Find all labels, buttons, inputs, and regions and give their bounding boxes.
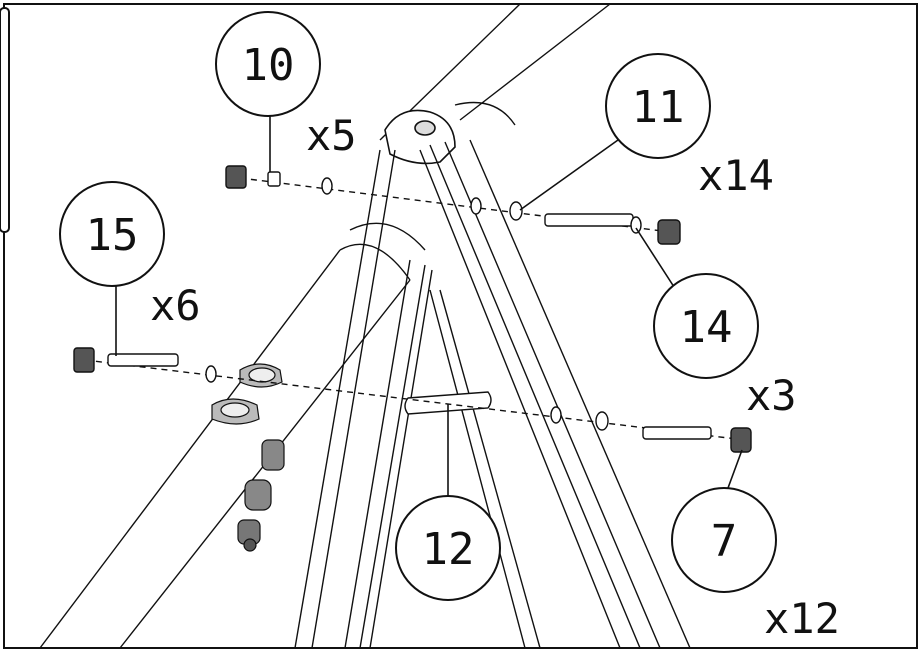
cap-nut-7 <box>730 427 752 453</box>
bolt-bottom-right <box>642 426 712 440</box>
bolt-15 <box>107 353 179 367</box>
callout-circle-10 <box>215 11 321 117</box>
hole-top <box>470 197 482 215</box>
nut-10 <box>267 171 281 187</box>
swing-hanger <box>211 363 285 552</box>
bottom-hardware <box>73 347 752 453</box>
callout-circle-12 <box>395 495 501 601</box>
quantity-label-11: x14 <box>698 151 774 200</box>
callout-number-10: 10 <box>242 40 295 91</box>
callout-circle-11 <box>605 53 711 159</box>
a-frame-legs <box>294 139 691 649</box>
top-hub <box>384 109 456 165</box>
callout-circle-14 <box>653 273 759 379</box>
washer-11 <box>509 201 523 221</box>
callout-number-14: 14 <box>680 302 733 353</box>
cap-nut-top-left <box>225 165 247 189</box>
front-diagonal-tube <box>39 222 426 649</box>
washer-bottom-left <box>205 365 217 383</box>
callout-number-7: 7 <box>711 516 738 567</box>
quantity-label-15: x6 <box>150 281 201 330</box>
spacer-tube <box>404 391 492 415</box>
bolt-axes <box>84 177 746 441</box>
quantity-label-10: x5 <box>306 111 357 160</box>
frame-border <box>3 3 918 649</box>
quantity-label-7: x3 <box>746 371 797 420</box>
callout-circle-15 <box>59 181 165 287</box>
quantity-label-extra: x12 <box>764 594 840 643</box>
cap-nut-15 <box>73 347 95 373</box>
washer-top-left <box>321 177 333 195</box>
callout-circles <box>59 11 777 601</box>
left-tab-edge <box>0 7 10 233</box>
washer-bottom-right <box>595 411 609 431</box>
bolt-top <box>544 213 634 227</box>
cap-nut-14 <box>657 219 681 245</box>
callout-circle-7 <box>671 487 777 593</box>
callout-number-15: 15 <box>86 210 139 261</box>
callout-number-12: 12 <box>422 524 475 575</box>
callout-number-11: 11 <box>632 82 685 133</box>
top-hardware <box>225 165 681 245</box>
hole-bottom <box>550 406 562 424</box>
